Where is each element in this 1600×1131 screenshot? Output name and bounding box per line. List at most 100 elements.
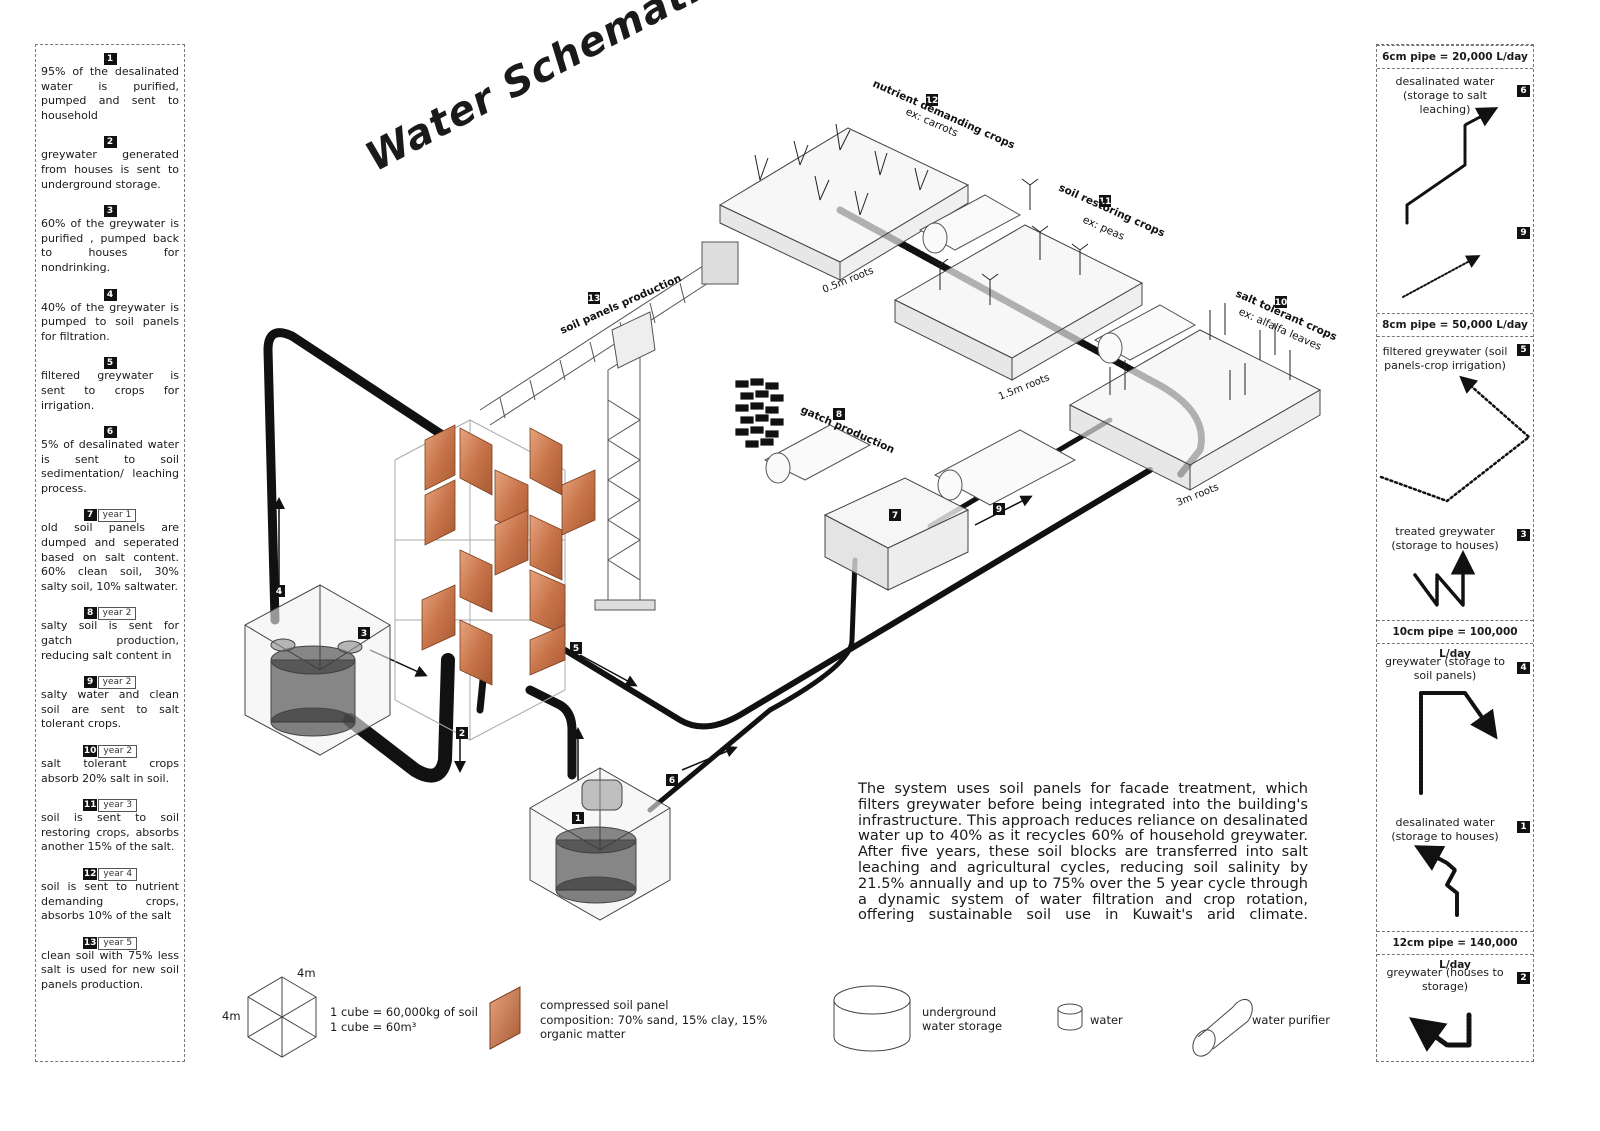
step-text: 40% of the greywater is pumped to soil p… [41,300,179,343]
pipe-label-1: desalinated water (storage to houses) [1391,816,1499,843]
step-badge-row: 1 [41,49,179,65]
step-text: salt tolerant crops absorb 20% salt in s… [41,757,179,785]
pipe-size-12cm: 12cm pipe = 140,000 L/day [1377,931,1533,971]
step-badge-row: 4 [41,285,179,301]
tower-crane [479,241,739,611]
pipe-num-6: 6 [1517,85,1530,97]
storage-cube-left [244,584,391,756]
legend-panel-title: compressed soil panel [540,998,669,1012]
legend-purifier: water purifier [1252,1013,1330,1027]
legend-storage: underground water storage [922,1005,1003,1033]
step-badge-row: 3 [41,201,179,218]
legend-cube-mass: 1 cube = 60,000kg of soil [330,1005,478,1019]
svg-text:10: 10 [1275,298,1288,308]
step-number-badge: 2 [103,136,117,149]
crop-bed-salt-tolerant [1068,329,1322,491]
legend-water: water [1090,1013,1123,1027]
svg-text:1: 1 [575,814,581,824]
gatch-block-pile [734,377,785,449]
compressed-soil-panels [421,424,596,686]
step-number-badge: 13 [82,936,98,949]
step-text: soil is sent to soil restoring crops, ab… [41,811,179,854]
step-number-badge: 10 [82,745,98,757]
step-year-tag: year 2 [97,676,137,690]
water-legend-icon [1057,1003,1083,1031]
step-badge-row: 5 [41,353,179,370]
pipe-num-4: 4 [1517,662,1530,674]
step-number-badge: 1 [103,53,117,65]
label-nutrient-crops: nutrient demanding crops [871,78,1017,152]
step-text: old soil panels are dumped and seperated… [41,521,179,593]
step-text: clean soil with 75% less salt is used fo… [41,948,179,991]
pipe-label-2: greywater (houses to storage) [1386,966,1504,993]
step-year-tag: year 4 [98,867,138,881]
step-text: salty water and clean soil are sent to s… [41,688,179,731]
step-year-tag: year 2 [98,745,138,758]
pipe-size-10cm: 10cm pipe = 100,000 L/day [1377,620,1533,660]
pipe-samples [1379,107,1531,1052]
step-number-badge: 12 [82,867,98,880]
step-text: greywater generated from houses is sent … [41,148,179,191]
svg-text:8: 8 [836,410,842,420]
svg-text:2: 2 [459,729,465,739]
conveyors [763,194,1197,506]
step-number-badge: 11 [82,799,98,812]
pipe-num-3: 3 [1517,529,1530,541]
step-number-badge: 8 [83,607,97,620]
legend-dim-left: 4m [222,1009,241,1023]
step-number-badge: 9 [83,676,97,689]
system-description: The system uses soil panels for facade t… [858,780,1308,924]
pipe-num-9: 9 [1517,227,1530,239]
legend-panel-composition: composition: 70% sand, 15% clay, 15% org… [540,1013,768,1041]
step-year-tag: year 1 [97,509,137,523]
svg-text:3: 3 [361,629,367,639]
pipe-num-2: 2 [1517,972,1530,984]
pipe-label-3: treated greywater (storage to houses) [1391,525,1499,552]
step-text: 5% of desalinated water is sent to soil … [41,438,179,495]
legend-dim-top: 4m [297,966,316,980]
step-year-tag: year 3 [98,799,138,813]
step-badge-row: 2 [41,132,179,149]
step-number-badge: 4 [103,288,117,301]
soil-panel-legend-icon [489,986,521,1050]
legend-graphics [247,976,1253,1058]
step-text: 60% of the greywater is purified , pumpe… [41,217,179,274]
legend-cube-volume: 1 cube = 60m³ [330,1020,417,1034]
purifier-legend-icon [1192,998,1253,1057]
cube-legend-icon [247,976,317,1058]
crop-bed-nutrient [718,127,970,281]
pipe-label-4: greywater (storage to soil panels) [1385,655,1505,682]
svg-text:11: 11 [1099,197,1112,207]
step-number-badge: 7 [83,509,97,522]
step-number-badge: 3 [103,205,117,218]
pipe-label-6: desalinated water (storage to salt leach… [1395,75,1495,116]
storage-legend-icon [833,985,911,1052]
svg-text:5: 5 [573,644,579,654]
step-number-badge: 6 [103,426,117,439]
pipe-num-1: 1 [1517,821,1530,833]
pipe-size-6cm: 6cm pipe = 20,000 L/day [1377,45,1533,69]
pipe-label-5: filtered greywater (soil panels-crop irr… [1382,345,1508,372]
diagram-badges: 4 3 2 5 1 6 7 9 8 13 12 11 10 [273,94,1287,824]
step-text: soil is sent to nutrient demanding crops… [41,879,179,923]
pipe-legend-panel: 6cm pipe = 20,000 L/day desalinated wate… [1376,44,1534,1062]
svg-text:13: 13 [588,294,601,304]
step-text: salty soil is sent for gatch production,… [41,619,179,662]
step-number-badge: 5 [103,357,117,370]
